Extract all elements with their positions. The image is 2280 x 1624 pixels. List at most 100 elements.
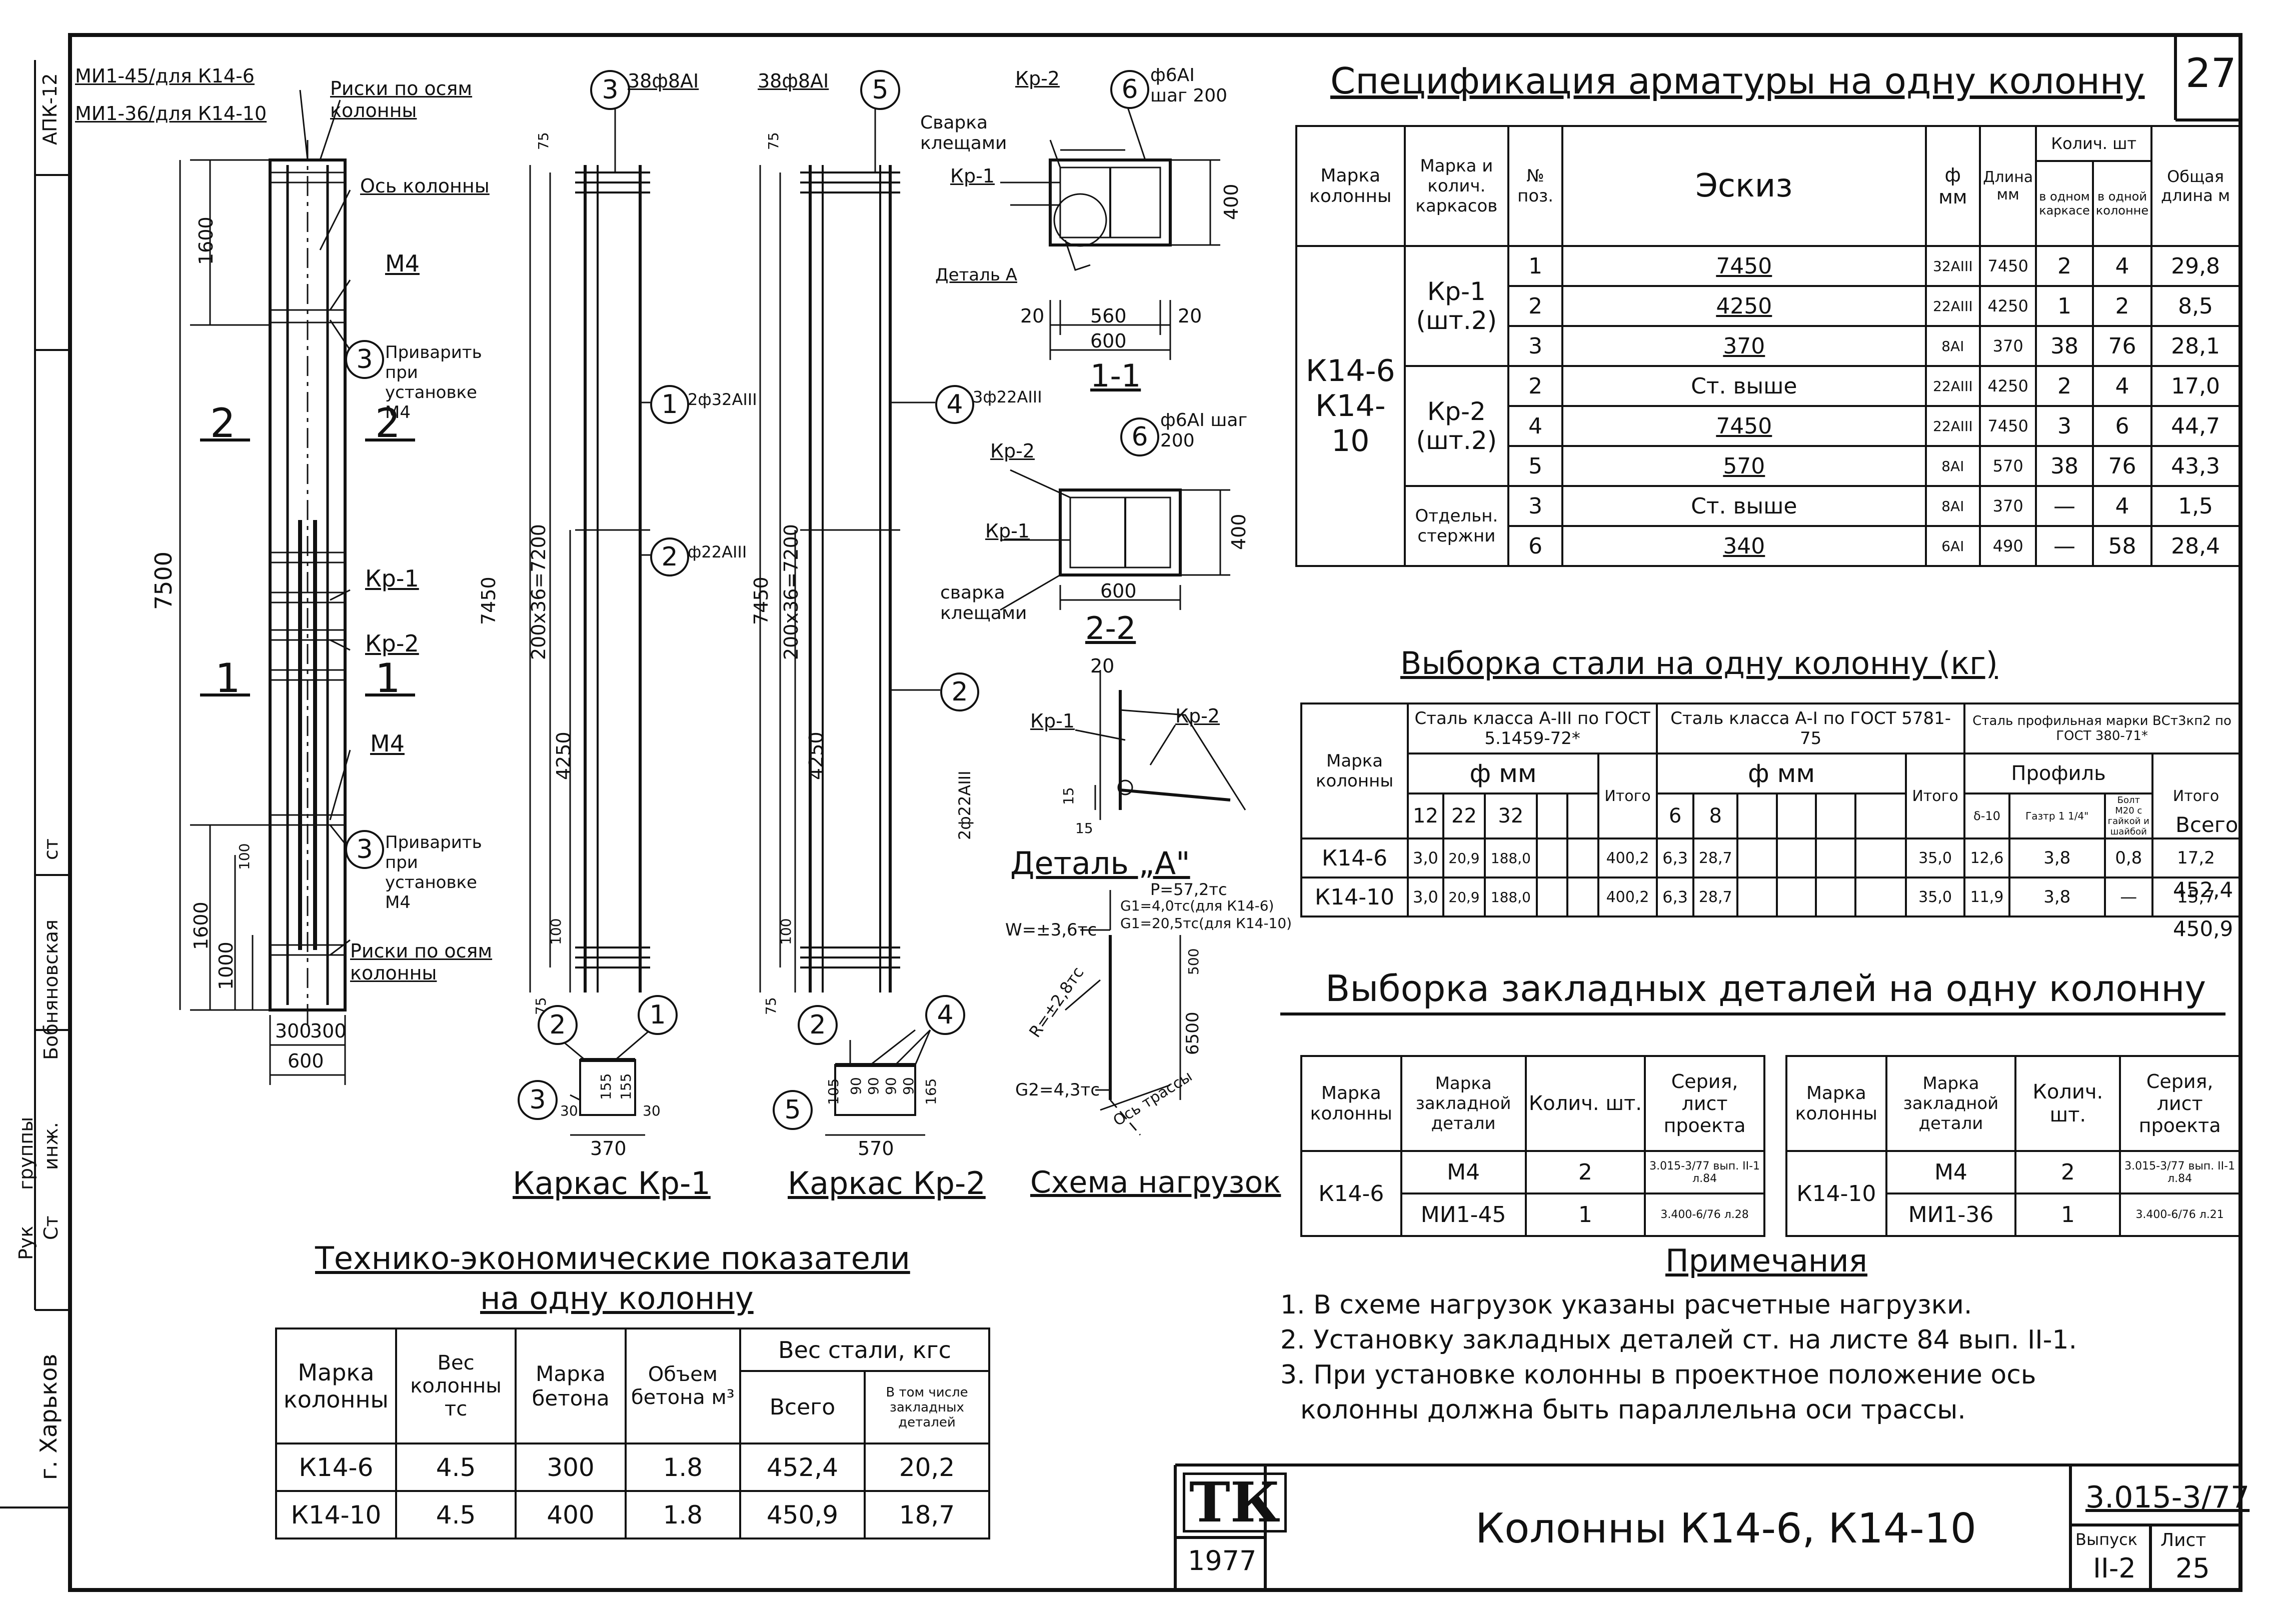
steel-b: 0,8 (2103, 838, 2153, 878)
emb-series: 3.015-3/77 вып. II-1 л.84 (2119, 1150, 2240, 1194)
steel-s: 12,6 (1963, 838, 2010, 878)
spec-group-separate: Отдельн. стержни (1403, 485, 1510, 567)
spec-total: 8,5 (2150, 285, 2240, 327)
spec-pos: 2 (1507, 365, 1564, 407)
steel-h-22: 22 (1442, 792, 1486, 840)
spec-pos: 6 (1507, 525, 1564, 567)
emb-h-qty: Колич. шт. (1524, 1055, 1646, 1152)
steel-h-pipe: Газтр 1 1/4" (2008, 792, 2106, 840)
spec-q2: 2 (2091, 285, 2153, 327)
steel-empty (1815, 876, 1857, 918)
steel-table: Марка колонны Сталь класса А-III по ГОСТ… (1300, 702, 2241, 918)
spec-title: Спецификация арматуры на одну колонну (1330, 60, 2145, 102)
sec11-dim-20-b: 20 (1178, 305, 1202, 327)
steel-h-a3: Сталь класса А-III по ГОСТ 5.1459-72* (1407, 702, 1658, 754)
steel-all-2: 450,9 (2173, 916, 2233, 941)
steel-t3: 17,2 (2151, 838, 2241, 878)
kr1-dim-4250: 4250 (553, 732, 575, 780)
kr2-dim-90-d: 90 (900, 1077, 917, 1095)
spec-mark: К14-6 К14-10 (1295, 245, 1406, 567)
sec11-dim-400: 400 (1220, 184, 1242, 220)
kr2-dim-75-top: 75 (765, 132, 782, 150)
bubble-3-bottom: 3 (345, 830, 384, 869)
side-code: АПК-12 (39, 73, 61, 145)
kr2-dim-90-b: 90 (865, 1077, 882, 1095)
sheet-label: Лист (2160, 1530, 2206, 1550)
spec-h-qty-frame: в одном каркасе (2035, 160, 2094, 247)
load-w: W=±3,6тс (1005, 920, 1097, 940)
kr1-bar2-label: ф22АIII (688, 542, 747, 562)
spec-sketch: 4250 (1561, 285, 1927, 327)
spec-q2: 4 (2091, 365, 2153, 407)
steel-h-bolt: Болт М20 с гайкой и шайбой (2103, 792, 2153, 840)
tep-table: Марка колонны Вес колонны тс Марка бетон… (275, 1328, 991, 1540)
dim-300-b: 300 (310, 1020, 347, 1042)
kr1-label: Кр-1 (365, 565, 419, 592)
tep-mark: К14-10 (275, 1490, 397, 1540)
kr1-bubble-2: 2 (650, 538, 689, 576)
spec-dia: 8АI (1924, 325, 1981, 367)
section-mark-1-left: 1 (215, 655, 241, 702)
steel-empty (1775, 876, 1817, 918)
steel-empty (1775, 838, 1817, 878)
detail-a-caption: Деталь „А" (1010, 845, 1190, 882)
steel-h-empty (1854, 792, 1907, 840)
tep-h-concrete: Марка бетона (515, 1328, 627, 1444)
steel-h-empty (1535, 792, 1569, 840)
kr1-dim-30-a: 30 (560, 1102, 578, 1119)
kr1-dim-155-b: 155 (618, 1073, 634, 1100)
stamp-col1: Рук (15, 1226, 37, 1260)
spec-total: 44,7 (2150, 405, 2240, 447)
spec-pos: 1 (1507, 245, 1564, 287)
sec22-weld: сварка клещами (940, 582, 1027, 624)
kr1-bubble-1: 1 (650, 385, 689, 424)
steel-h-fmm-a3: ф мм (1407, 752, 1599, 794)
steel-h-prof: Сталь профильная марки ВСт3кп2 по ГОСТ 3… (1963, 702, 2240, 754)
steel-c8: 28,7 (1692, 838, 1739, 878)
kr1-dim-75-top: 75 (535, 132, 552, 150)
sec11-bubble-6: 6 (1110, 70, 1149, 109)
steel-h-6: 6 (1656, 792, 1695, 840)
emb-qty: 1 (2014, 1192, 2121, 1237)
tep-volume: 1.8 (624, 1490, 741, 1540)
sec11-detail: Деталь А (935, 265, 1017, 285)
detail-a-kr2: Кр-2 (1175, 705, 1220, 727)
steel-h-itogo-2: Итого (1904, 752, 1966, 840)
kr1-top-bars: 38ф8АI (628, 70, 699, 92)
spec-sketch: 370 (1561, 325, 1927, 367)
spec-q2: 4 (2091, 485, 2153, 527)
steel-h-empty (1775, 792, 1817, 840)
tep-h-weight: Вес колонны тс (395, 1328, 517, 1444)
embed-label-1: МИ1-45/для К14-6 (75, 65, 255, 87)
tep-concrete: 400 (515, 1490, 627, 1540)
kr1-dim-100: 100 (548, 918, 564, 945)
kr2-caption: Каркас Кр-2 (788, 1165, 986, 1202)
spec-q1: 38 (2035, 445, 2094, 487)
spec-pos: 3 (1507, 485, 1564, 527)
steel-mark: К14-6 (1300, 838, 1409, 878)
risks-bottom-label: Риски по осям колонны (350, 940, 493, 984)
emb-h-mark: Марка колонны (1785, 1055, 1887, 1152)
spec-h-frame: Марка и колич. каркасов (1403, 125, 1510, 247)
main-title: Колонны К14-6, К14-10 (1475, 1505, 1976, 1552)
embeds-table-right: Марка колонны Марка закладной детали Кол… (1785, 1055, 2240, 1237)
note-3: 3. При установке колонны в проектное пол… (1280, 1360, 2036, 1390)
tep-h-incl: В том числе закладных деталей (863, 1370, 991, 1444)
sheet-no: 25 (2175, 1552, 2210, 1584)
kr2-top-bars: 38ф8АI (758, 70, 829, 92)
emb-mark: К14-10 (1785, 1150, 1887, 1237)
steel-g: 3,8 (2008, 876, 2106, 918)
city: г. Харьков (35, 1354, 62, 1480)
kr2-bubble-5: 5 (860, 70, 900, 110)
steel-t2: 35,0 (1904, 838, 1966, 878)
tk-logo: ТК (1183, 1472, 1287, 1532)
dim-1600-top: 1600 (195, 216, 217, 265)
emb-h-series: Серия, лист проекта (2119, 1055, 2240, 1152)
spec-h-qty-col: в одной колонне (2091, 160, 2153, 247)
embeds-table-left: Марка колонны Марка закладной детали Кол… (1300, 1055, 1765, 1237)
steel-h-empty (1566, 792, 1599, 840)
stamp-col6: ст (40, 838, 62, 860)
spec-len: 7450 (1979, 405, 2037, 447)
tep-h-all: Всего (739, 1370, 866, 1444)
